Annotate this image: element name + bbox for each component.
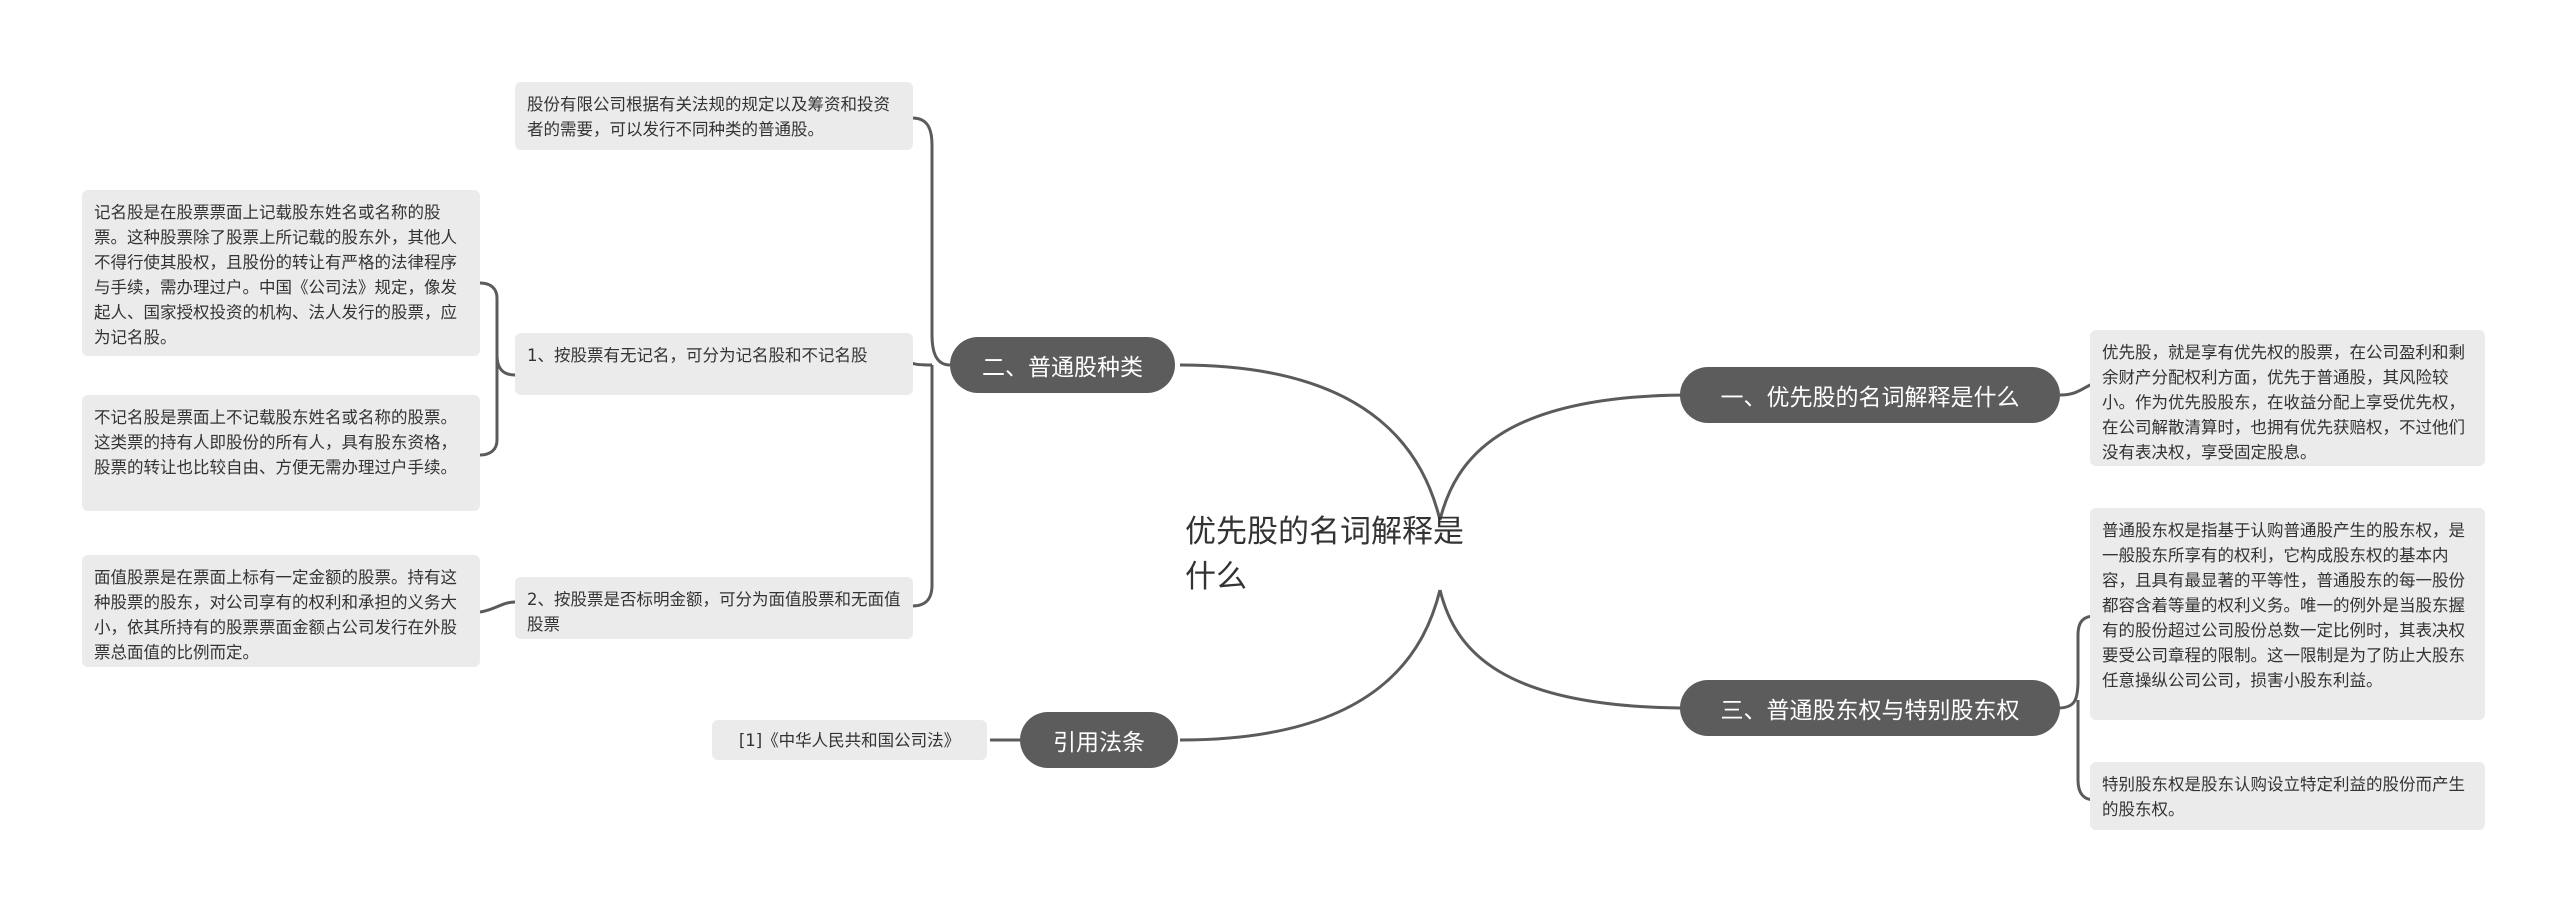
edge-root-b4 bbox=[1179, 589, 1442, 742]
branch-common-stock-types[interactable]: 二、普通股种类 bbox=[950, 337, 1175, 393]
leaf-special-shareholder-rights: 特别股东权是股东认购设立特定利益的股份而产生的股东权。 bbox=[2090, 762, 2485, 830]
leaf-common-shareholder-rights: 普通股东权是指基于认购普通股产生的股东权，是一般股东所享有的权利，它构成股东权的… bbox=[2090, 508, 2485, 720]
edge-root-b2 bbox=[1179, 363, 1442, 521]
leaf-bearer-stock: 不记名股是票面上不记载股东姓名或名称的股票。这类票的持有人即股份的所有人，具有股… bbox=[82, 395, 480, 511]
edge-b2-bracket bbox=[911, 116, 951, 608]
leaf-par-value-classification: 2、按股票是否标明金额，可分为面值股票和无面值股票 bbox=[515, 577, 913, 639]
root-topic[interactable]: 优先股的名词解释是什么 bbox=[1185, 514, 1464, 595]
branch-shareholder-rights[interactable]: 三、普通股东权与特别股东权 bbox=[1680, 680, 2060, 736]
edge-root-b1 bbox=[1438, 393, 1691, 521]
leaf-common-stock-intro: 股份有限公司根据有关法规的规定以及筹资和投资者的需要，可以发行不同种类的普通股。 bbox=[515, 82, 913, 150]
edge-sub1-bracket bbox=[479, 281, 516, 457]
edge-sub2-leaf bbox=[479, 600, 516, 614]
leaf-registered-stock: 记名股是在股票票面上记载股东姓名或名称的股票。这种股票除了股票上所记载的股东外，… bbox=[82, 190, 480, 356]
leaf-preferred-stock-definition: 优先股，就是享有优先权的股票，在公司盈利和剩余财产分配权利方面，优先于普通股，其… bbox=[2090, 330, 2485, 466]
leaf-company-law-reference[interactable]: [1]《中华人民共和国公司法》 bbox=[712, 720, 987, 760]
edge-root-b3 bbox=[1438, 589, 1691, 710]
leaf-par-value-stock: 面值股票是在票面上标有一定金额的股票。持有这种股票的股东，对公司享有的权利和承担… bbox=[82, 555, 480, 667]
branch-preferred-stock-definition[interactable]: 一、优先股的名词解释是什么 bbox=[1680, 367, 2060, 423]
branch-cited-law[interactable]: 引用法条 bbox=[1020, 712, 1178, 768]
leaf-registered-classification: 1、按股票有无记名，可分为记名股和不记名股 bbox=[515, 333, 913, 395]
